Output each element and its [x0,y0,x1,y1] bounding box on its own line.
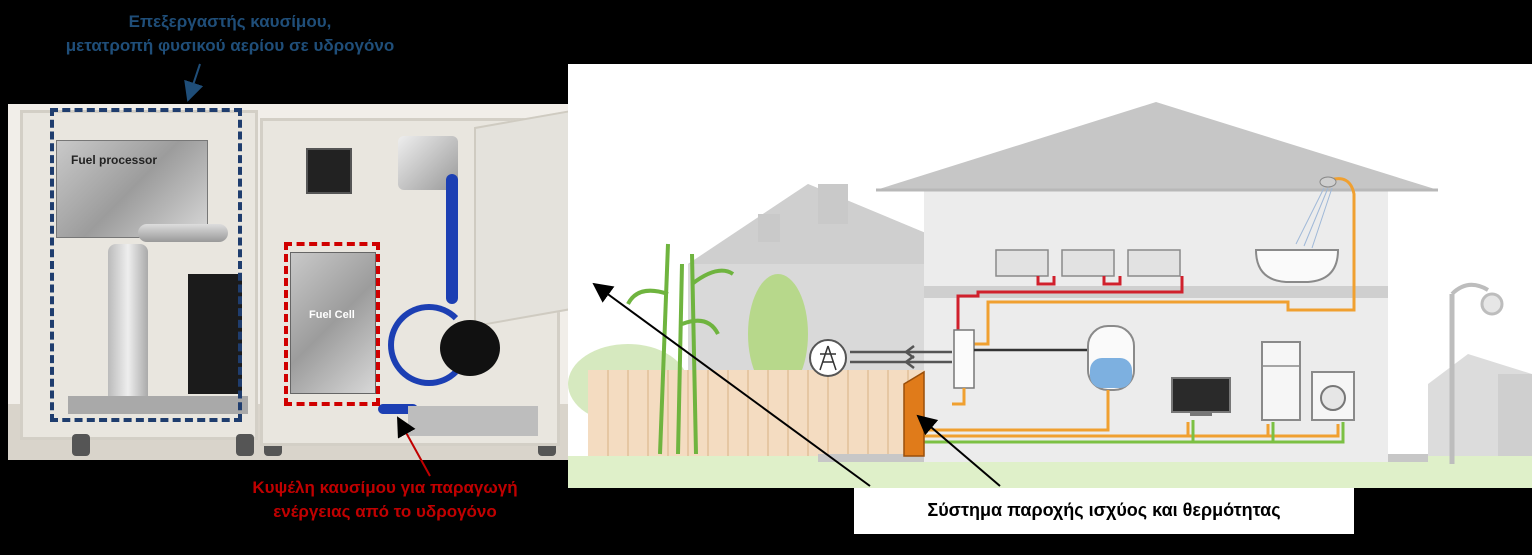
radiator-icon [995,249,1181,277]
bamboo-icon [626,243,735,455]
fuel-processor-description-line2: μετατροπή φυσικού αερίου σε υδρογόνο [65,36,395,55]
fuel-cell-description-line2: ενέργειας από το υδρογόνο [273,502,497,521]
shower-icon [1295,176,1356,294]
arrow-to-photo [592,282,871,487]
water-tank-icon [1087,325,1135,391]
fuel-cell-highlight [284,242,380,406]
fuel-cell-stack: Fuel Cell [290,252,376,394]
street-lamp-icon [1449,282,1504,464]
system-caption: Σύστημα παροχής ισχύος και θερμότητας [854,488,1354,534]
unit-photo: Fuel processor Fuel Cell [8,104,588,460]
fuel-processor-photo-label: Fuel processor [71,153,158,167]
fuel-processor-description-line1: Επεξεργαστής καυσίμου, [128,12,332,31]
arrow-to-house-unit [916,414,1001,487]
fuel-cell-description: Κυψέλη καυσίμου για παραγωγή ενέργειας α… [200,476,570,524]
fuel-cell-description-line1: Κυψέλη καυσίμου για παραγωγή [252,478,518,497]
washing-machine-icon [1311,371,1355,421]
fuel-processor-description: Επεξεργαστής καυσίμου, μετατροπή φυσικού… [0,10,460,58]
fuel-processor-highlight [50,108,242,422]
house-illustration [568,64,1532,488]
pylon-icon [809,339,847,377]
house-svg [568,102,1532,488]
arrow-to-fuel-processor [184,63,204,102]
tv-icon [1171,377,1231,416]
main-house-roof [876,102,1438,190]
fuel-processor-box: Fuel processor [56,140,208,238]
bathtub-icon [1254,249,1340,283]
arrow-to-fuel-cell [397,416,431,477]
fuel-cell-photo-label: Fuel Cell [309,309,355,321]
fence [588,370,928,464]
fridge-icon [1261,341,1301,421]
main-house-wall [924,190,1388,462]
